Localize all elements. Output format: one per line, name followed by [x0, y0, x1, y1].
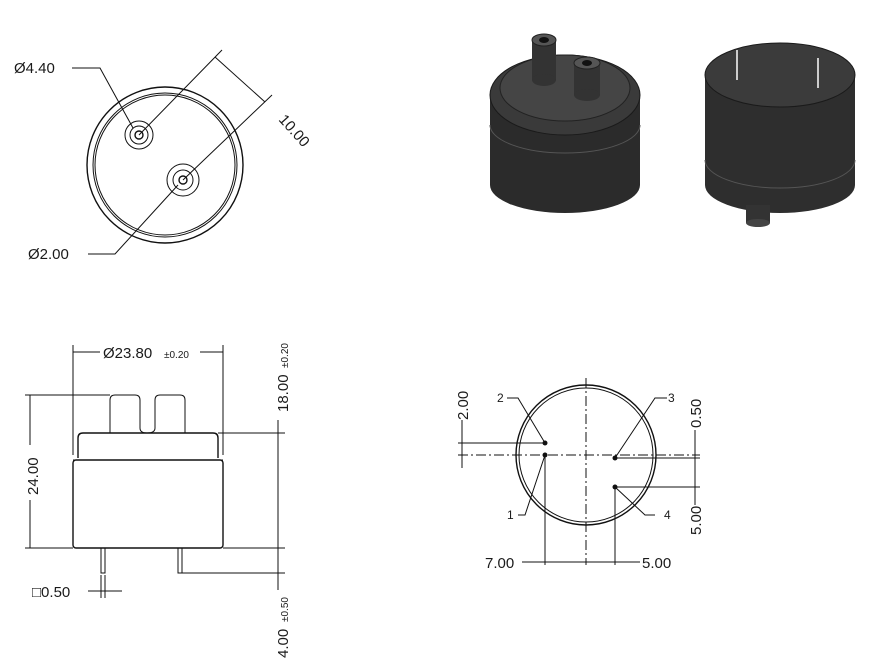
- dim-right-v-small: 0.50: [688, 399, 705, 428]
- nozzle-dia-label: Ø2.00: [28, 246, 69, 263]
- side-view: Ø23.80 ±0.20 24.00 18.00 ±0.20 4.00 ±0.5…: [25, 343, 292, 658]
- top-view: Ø4.40 Ø2.00 10.00: [14, 49, 313, 263]
- nozzles-side: [109, 394, 186, 434]
- render-top-iso: [489, 33, 641, 213]
- nozzle-1-top: [124, 120, 154, 150]
- body-height-tol: ±0.20: [280, 343, 291, 368]
- leader-nozzle: [88, 184, 179, 255]
- dim-h-left: 7.00: [485, 555, 514, 572]
- body-height-label: 18.00: [275, 374, 292, 412]
- pin-label-1: 1: [507, 508, 514, 522]
- nozzle-2-top: [166, 163, 200, 197]
- cap-side: [77, 432, 219, 458]
- pin-size-label: □0.50: [32, 584, 70, 601]
- pin-left: [100, 547, 106, 574]
- spacing-label: 10.00: [275, 111, 313, 150]
- pin-length-tol: ±0.50: [280, 597, 291, 622]
- spacing-dim-line: [214, 56, 266, 103]
- body-side: [72, 459, 224, 549]
- pin-label-3: 3: [668, 391, 675, 405]
- pin-right: [177, 547, 183, 574]
- pin-view: 2 1 3 4 2.00 0.50 5.00 7.00 5.00: [455, 378, 705, 572]
- outer-rim: [86, 86, 244, 244]
- render-bottom-iso: [704, 42, 856, 227]
- height-total-label: 24.00: [25, 457, 42, 495]
- diameter-label: Ø23.80: [103, 345, 152, 362]
- diameter-tol: ±0.20: [164, 350, 189, 361]
- hole-dia-label: Ø4.40: [14, 60, 55, 77]
- dim-right-v: 5.00: [688, 506, 705, 535]
- pin-label-2: 2: [497, 391, 504, 405]
- pin-label-4: 4: [664, 508, 671, 522]
- dim-h-right: 5.00: [642, 555, 671, 572]
- dim-left-v: 2.00: [455, 391, 472, 420]
- pin-length-label: 4.00: [275, 629, 292, 658]
- leader-hole: [72, 67, 134, 129]
- inner-rim: [92, 92, 238, 238]
